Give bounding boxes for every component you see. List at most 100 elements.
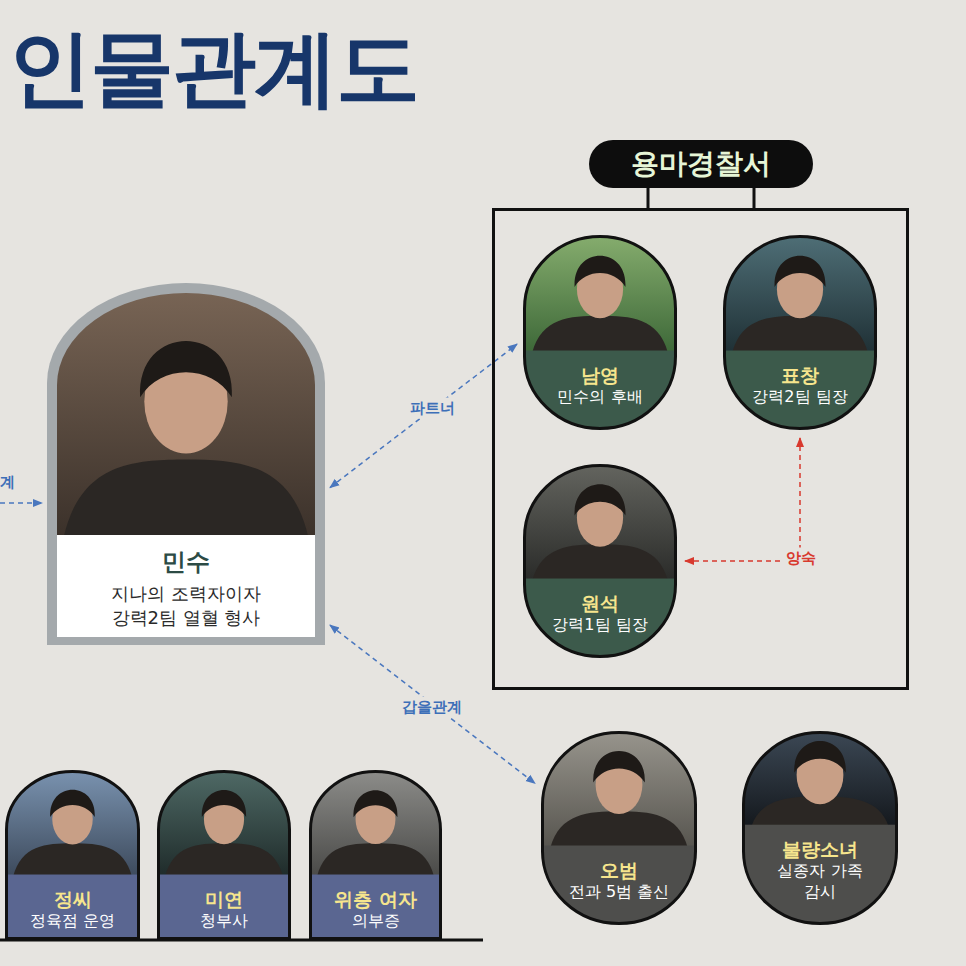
portrait-hair bbox=[202, 790, 246, 817]
card-outline bbox=[744, 733, 897, 924]
person-name: 민수 bbox=[61, 547, 311, 578]
card-outline bbox=[525, 466, 676, 657]
person-role: 강력1팀 팀장 bbox=[541, 615, 659, 636]
portrait-photo bbox=[723, 235, 877, 353]
heading-tie bbox=[753, 187, 756, 211]
card-band bbox=[723, 351, 877, 432]
edge-label: 앙숙 bbox=[782, 548, 820, 569]
portrait-photo bbox=[523, 464, 677, 581]
card-outline bbox=[159, 772, 290, 939]
person-name: 불량소녀 bbox=[750, 837, 890, 862]
portrait-photo bbox=[157, 770, 291, 877]
portrait-hair bbox=[794, 741, 846, 773]
photo-ground bbox=[523, 235, 677, 353]
cut-label: 계 bbox=[0, 473, 15, 492]
card-band bbox=[47, 535, 325, 647]
photo-ground bbox=[723, 235, 877, 353]
person-name: 남영 bbox=[531, 363, 669, 388]
person-name: 원석 bbox=[531, 591, 669, 616]
portrait-hair bbox=[50, 790, 95, 817]
person-role: 정육점 운영 bbox=[23, 911, 122, 932]
person-card: 남영민수의 후배 bbox=[523, 235, 677, 430]
heading-tie bbox=[647, 187, 650, 211]
person-role: 민수의 후배 bbox=[541, 387, 659, 408]
card-outline bbox=[725, 237, 876, 429]
photo-ground bbox=[523, 464, 677, 581]
portrait-hair bbox=[593, 751, 645, 783]
card-text: 원석강력1팀 팀장 bbox=[531, 591, 669, 636]
portrait-photo bbox=[523, 235, 677, 353]
card-band bbox=[541, 846, 697, 927]
heading-ties bbox=[492, 187, 909, 211]
card-outline bbox=[311, 772, 441, 939]
portrait-hair bbox=[775, 256, 826, 287]
person-card: 표창강력2팀 팀장 bbox=[723, 235, 877, 430]
person-card: 민수지나의 조력자이자 강력2팀 열혈 형사 bbox=[47, 283, 325, 645]
dashed-connector bbox=[685, 438, 800, 561]
card-band bbox=[523, 579, 677, 660]
portrait-shoulders bbox=[64, 459, 309, 537]
photo-ground bbox=[157, 770, 291, 877]
portrait-hair bbox=[575, 484, 626, 515]
photo-ground bbox=[742, 731, 898, 827]
person-card: 불량소녀실종자 가족 감시 bbox=[742, 731, 898, 925]
card-band bbox=[5, 875, 140, 942]
portrait-photo bbox=[742, 731, 898, 827]
card-text: 미연청부사 bbox=[165, 887, 283, 932]
card-text: 남영민수의 후배 bbox=[531, 363, 669, 408]
person-role: 의부증 bbox=[327, 911, 424, 932]
diagram-title: 인물관계도 bbox=[8, 18, 418, 119]
portrait-shoulders bbox=[550, 811, 687, 847]
card-text: 오범전과 5범 출신 bbox=[549, 858, 689, 903]
edge-label: 파트너 bbox=[406, 398, 459, 419]
portrait-hair bbox=[353, 790, 397, 817]
photo-ground bbox=[47, 283, 325, 537]
person-role: 전과 5범 출신 bbox=[559, 882, 679, 903]
card-text: 민수지나의 조력자이자 강력2팀 열혈 형사 bbox=[61, 547, 311, 631]
person-card: 원석강력1팀 팀장 bbox=[523, 464, 677, 658]
group-heading: 용마경찰서 bbox=[589, 140, 813, 188]
card-band bbox=[157, 875, 291, 942]
portrait-photo bbox=[541, 731, 697, 848]
card-text: 불량소녀실종자 가족 감시 bbox=[750, 837, 890, 903]
portrait-shoulders bbox=[13, 843, 132, 876]
person-role: 청부사 bbox=[175, 911, 273, 932]
person-card: 미연청부사 bbox=[157, 770, 291, 940]
card-outline bbox=[525, 237, 676, 429]
portrait-photo bbox=[5, 770, 140, 877]
portrait-photo bbox=[309, 770, 442, 877]
portrait-shoulders bbox=[532, 316, 668, 353]
edge-label: 갑을관계 bbox=[398, 697, 466, 718]
photo-ground bbox=[541, 731, 697, 848]
person-role: 실종자 가족 감시 bbox=[760, 861, 880, 903]
person-name: 오범 bbox=[549, 858, 689, 883]
card-text: 표창강력2팀 팀장 bbox=[731, 363, 869, 408]
portrait-shoulders bbox=[732, 316, 868, 353]
card-band bbox=[742, 825, 898, 927]
group-box: 용마경찰서남영민수의 후배표창강력2팀 팀장원석강력1팀 팀장 bbox=[492, 208, 909, 690]
person-card: 오범전과 5범 출신 bbox=[541, 731, 697, 925]
card-outline bbox=[7, 772, 139, 939]
person-name: 미연 bbox=[165, 887, 283, 912]
card-band bbox=[523, 351, 677, 432]
person-role: 지나의 조력자이자 강력2팀 열혈 형사 bbox=[86, 582, 286, 631]
dashed-connector bbox=[330, 344, 517, 487]
portrait-shoulders bbox=[317, 843, 434, 876]
portrait-shoulders bbox=[532, 544, 668, 580]
portrait-hair bbox=[575, 256, 626, 287]
offscreen-connector bbox=[0, 502, 42, 504]
group-title: 용마경찰서 bbox=[631, 145, 771, 183]
person-role: 강력2팀 팀장 bbox=[741, 387, 859, 408]
photo-ground bbox=[309, 770, 442, 877]
person-name: 정씨 bbox=[13, 887, 132, 912]
portrait-photo bbox=[47, 283, 325, 537]
person-name: 위층 여자 bbox=[317, 887, 434, 912]
photo-ground bbox=[5, 770, 140, 877]
person-card: 정씨정육점 운영 bbox=[5, 770, 140, 940]
card-band bbox=[309, 875, 442, 942]
card-text: 위층 여자의부증 bbox=[317, 887, 434, 932]
dashed-connector bbox=[330, 625, 535, 783]
card-text: 정씨정육점 운영 bbox=[13, 887, 132, 932]
portrait-shoulders bbox=[165, 843, 283, 876]
